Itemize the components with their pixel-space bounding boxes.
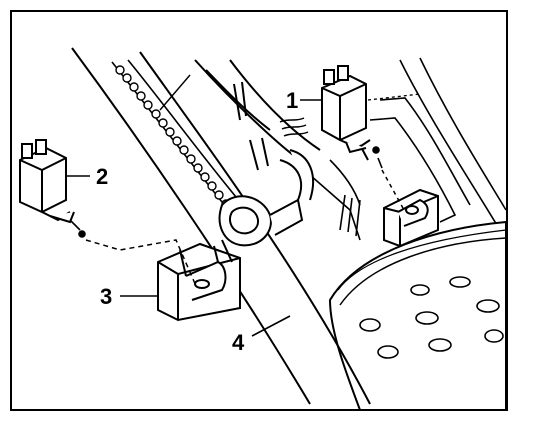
sensor-connector-1: [321, 65, 371, 161]
sensor-2-wire: [69, 219, 86, 238]
callout-4: 4: [232, 315, 291, 355]
seat-cushion: [328, 220, 507, 411]
callout-3-label: 3: [100, 284, 112, 309]
callout-4-label: 4: [232, 330, 245, 355]
chain-links: [115, 65, 231, 209]
seat-perforations: [359, 276, 504, 359]
seat-background: [309, 57, 507, 241]
alignment-line-top: [367, 93, 421, 101]
alignment-line-2: [85, 239, 197, 287]
buckle-bracket: [218, 81, 315, 247]
callout-2-label: 2: [96, 164, 108, 189]
sensor-1-wire: [372, 146, 383, 169]
mounting-bracket-right: [383, 188, 439, 248]
motion-lines: [279, 117, 309, 137]
callout-1-label: 1: [286, 88, 298, 113]
sensor-connector-2: [19, 139, 75, 224]
callout-3: 3: [100, 284, 158, 309]
callout-2: 2: [66, 164, 108, 189]
callout-1: 1: [286, 88, 322, 113]
mounting-bracket-left: [157, 239, 241, 322]
